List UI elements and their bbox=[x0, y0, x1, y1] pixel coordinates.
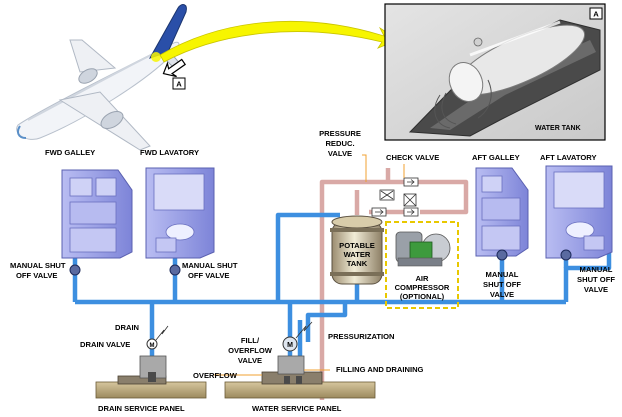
potable-water-tank-line2: WATER bbox=[344, 250, 371, 259]
pressure-reducing-valve-icon bbox=[371, 189, 417, 217]
potable-water-tank-line3: TANK bbox=[347, 259, 368, 268]
air-compressor-dashed-box bbox=[385, 221, 459, 309]
manual-shutoff-aft-galley-line3: VALVE bbox=[490, 290, 514, 299]
drain-service-panel bbox=[95, 355, 207, 399]
inset-callout-label: A bbox=[593, 10, 599, 19]
callout-box bbox=[172, 77, 186, 90]
fill-overflow-valve-line1: FILL/ bbox=[241, 336, 260, 345]
filling-and-draining-label: FILLING AND DRAINING bbox=[336, 365, 424, 374]
manual-shutoff-aft-lav-line3: VALVE bbox=[584, 285, 608, 294]
manual-shutoff-fwd-galley-line1: MANUAL SHUT bbox=[10, 261, 66, 270]
air-compressor-line3: (OPTIONAL) bbox=[400, 292, 445, 301]
potable-water-tank bbox=[330, 215, 384, 285]
manual-shutoff-aft-galley-line2: SHUT OFF bbox=[483, 280, 521, 289]
callout-label: A bbox=[176, 80, 182, 89]
pressure-reduc-valve-line2: REDUC. bbox=[325, 139, 354, 148]
manual-shutoff-fwd-lav-line1: MANUAL SHUT bbox=[182, 261, 238, 270]
manual-shutoff-aft-lav-line2: SHUT OFF bbox=[577, 275, 615, 284]
manual-shutoff-aft-galley-line1: MANUAL bbox=[486, 270, 519, 279]
aircraft-illustration bbox=[16, 4, 187, 151]
air-compressor-line2: COMPRESSOR bbox=[395, 283, 450, 292]
pressurization-label: PRESSURIZATION bbox=[328, 332, 395, 341]
inset-callout-box bbox=[589, 7, 603, 20]
aft-lavatory-label: AFT LAVATORY bbox=[540, 153, 597, 162]
water-service-panel bbox=[224, 355, 376, 399]
air-compressor-line1: AIR bbox=[415, 274, 429, 283]
pressure-reduc-valve-line1: PRESSURE bbox=[319, 129, 361, 138]
manual-shutoff-valve-fwd-lav-icon bbox=[169, 264, 181, 276]
drain-valve-label: DRAIN VALVE bbox=[80, 340, 130, 349]
drain-service-panel-label: DRAIN SERVICE PANEL bbox=[98, 404, 185, 413]
potable-water-tank-line1: POTABLE bbox=[339, 241, 375, 250]
check-valve-icon bbox=[403, 177, 419, 217]
fill-overflow-valve-line3: VALVE bbox=[238, 356, 262, 365]
fwd-galley-label: FWD GALLEY bbox=[45, 148, 95, 157]
water-tank-inset bbox=[384, 3, 606, 141]
drain-valve-icon: M bbox=[146, 325, 169, 350]
manual-shutoff-valve-aft-galley-icon bbox=[496, 249, 508, 261]
svg-text:M: M bbox=[150, 343, 155, 349]
manual-shutoff-fwd-galley-line2: OFF VALVE bbox=[16, 271, 57, 280]
fwd-lavatory-label: FWD LAVATORY bbox=[140, 148, 199, 157]
label-leaders bbox=[214, 154, 405, 376]
overflow-label: OVERFLOW bbox=[193, 371, 238, 380]
zoom-arrow bbox=[159, 20, 399, 63]
fwd-lavatory bbox=[145, 167, 215, 259]
callout-pointer-icon bbox=[162, 58, 187, 78]
water-tank-label: WATER TANK bbox=[535, 125, 581, 132]
aft-galley-label: AFT GALLEY bbox=[472, 153, 520, 162]
fill-overflow-valve-icon: M bbox=[282, 321, 313, 352]
fwd-galley bbox=[61, 169, 133, 259]
pressure-reduc-valve-line3: VALVE bbox=[328, 149, 352, 158]
aft-galley bbox=[475, 167, 529, 257]
fill-overflow-valve-line2: OVERFLOW bbox=[228, 346, 273, 355]
manual-shutoff-fwd-lav-line2: OFF VALVE bbox=[188, 271, 229, 280]
manual-shutoff-valve-fwd-galley-icon bbox=[69, 264, 81, 276]
svg-text:M: M bbox=[287, 342, 293, 349]
drain-label: DRAIN bbox=[115, 323, 139, 332]
manual-shutoff-aft-lav-line1: MANUAL bbox=[580, 265, 613, 274]
manual-shutoff-valve-aft-lav-icon bbox=[560, 249, 572, 261]
water-service-panel-label: WATER SERVICE PANEL bbox=[252, 404, 342, 413]
check-valve-label: CHECK VALVE bbox=[386, 153, 439, 162]
aft-lavatory bbox=[545, 165, 613, 259]
air-compressor bbox=[395, 231, 451, 267]
